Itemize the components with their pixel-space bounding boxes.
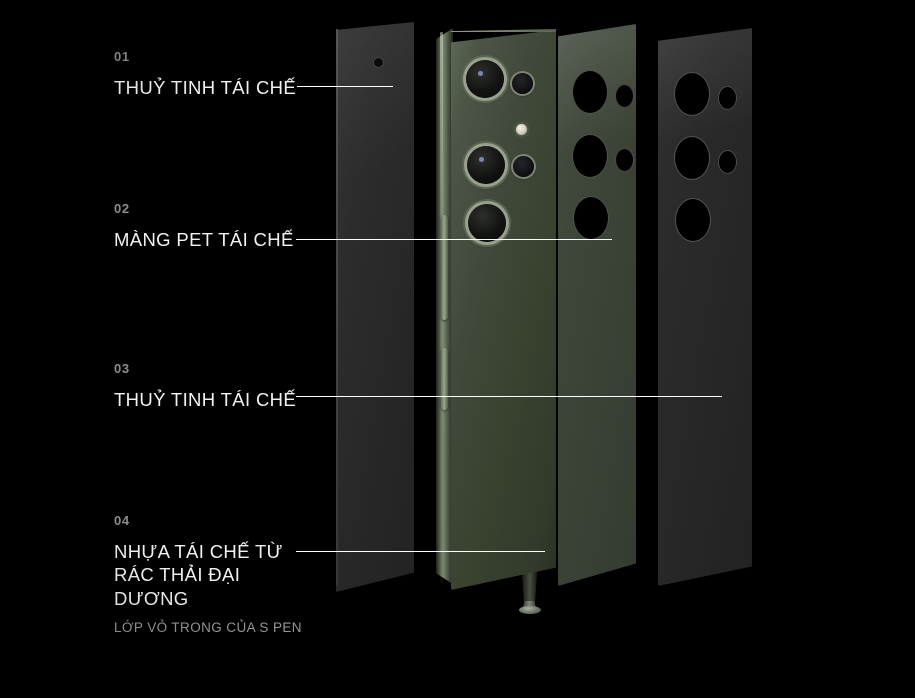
phone-back-cover: [451, 30, 556, 590]
camera-lens-3: [468, 204, 506, 242]
leader-line-03: [296, 396, 722, 397]
camera-cutout-small-1: [718, 86, 737, 110]
camera-lens-2: [467, 146, 505, 184]
callout-04: 04 NHỰA TÁI CHẾ TỪ RÁC THẢI ĐẠI DƯƠNG LỚ…: [114, 514, 302, 636]
s-pen-tip-base: [523, 601, 536, 607]
leader-line-01: [297, 86, 393, 87]
volume-button[interactable]: [441, 215, 448, 320]
leader-line-02: [296, 239, 612, 240]
callout-number: 01: [114, 49, 130, 64]
camera-cutout-large-2: [572, 134, 608, 178]
callout-subtitle: LỚP VỎ TRONG CỦA S PEN: [114, 619, 302, 635]
camera-sensor-2: [513, 156, 534, 177]
callout-title: THUỶ TINH TÁI CHẾ: [114, 389, 297, 410]
camera-cutout-small-2: [718, 150, 737, 174]
camera-cutout-large-3: [675, 198, 711, 242]
lens-specular-highlight: [478, 71, 484, 76]
panel-left-edge: [336, 28, 338, 587]
camera-cutout-large-1: [674, 72, 710, 116]
camera-cutout-small-2: [615, 148, 634, 172]
lens-specular-highlight: [479, 157, 485, 162]
callout-title: NHỰA TÁI CHẾ TỪ RÁC THẢI ĐẠI DƯƠNG: [114, 541, 283, 609]
panel-face: [658, 28, 752, 586]
camera-cutout-large-2: [674, 136, 710, 180]
camera-flash-led-icon: [516, 124, 527, 135]
phone-top-edge: [451, 29, 556, 32]
leader-line-04: [296, 551, 545, 552]
callout-03: 03 THUỶ TINH TÁI CHẾ: [114, 362, 296, 411]
camera-cutout-large-3: [573, 196, 609, 240]
camera-cutout-large-1: [572, 70, 608, 114]
power-button[interactable]: [441, 348, 448, 410]
callout-01: 01 THUỶ TINH TÁI CHẾ: [114, 50, 296, 99]
layer-recycled-ocean-plastic: [658, 28, 752, 586]
callout-number: 02: [114, 201, 130, 216]
s-pen-foot: [519, 606, 541, 614]
camera-sensor-1: [512, 73, 533, 94]
callout-number: 03: [114, 361, 130, 376]
callout-title: THUỶ TINH TÁI CHẾ: [114, 77, 297, 98]
callout-02: 02 MÀNG PET TÁI CHẾ: [114, 202, 294, 251]
callout-title: MÀNG PET TÁI CHẾ: [114, 229, 294, 250]
callout-number: 04: [114, 513, 130, 528]
layer-recycled-front-glass: [336, 22, 414, 592]
layer-recycled-pet-film: [558, 24, 636, 586]
camera-lens-1: [466, 60, 504, 98]
panel-face: [336, 22, 414, 592]
layer-phone-body: [436, 18, 556, 596]
front-camera-punch-hole-icon: [374, 58, 383, 67]
panel-face: [558, 24, 636, 586]
camera-cutout-small-1: [615, 84, 634, 108]
